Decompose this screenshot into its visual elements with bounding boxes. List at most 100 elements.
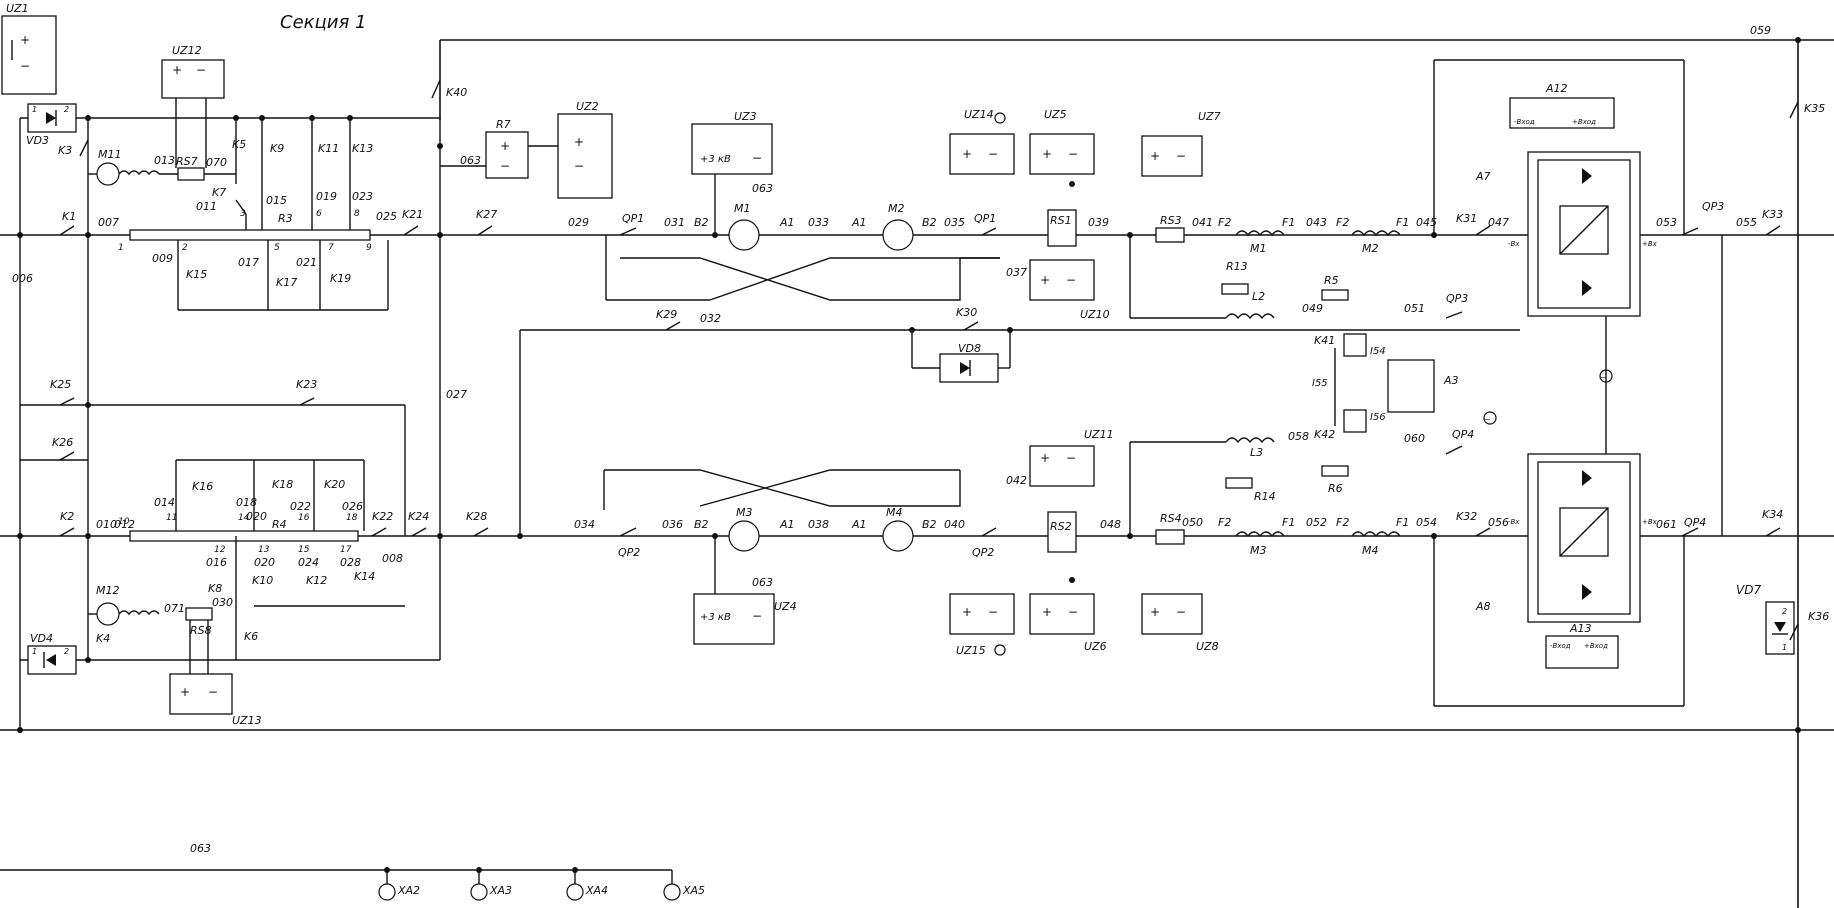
a12-unit: A12 -Вход +Вход xyxy=(1509,82,1615,129)
svg-text:K9: K9 xyxy=(270,142,284,155)
svg-text:−: − xyxy=(988,605,998,619)
svg-text:2: 2 xyxy=(1782,607,1787,616)
wire-labels-upper-left: 007 013 070 011 015 019 023 009 017 021 … xyxy=(12,154,467,401)
a13-unit: A13 -Вход +Вход xyxy=(1545,622,1619,669)
svg-text:A1: A1 xyxy=(851,216,867,229)
svg-text:+: + xyxy=(1150,149,1160,163)
svg-text:K4: K4 xyxy=(96,632,110,645)
svg-text:UZ14: UZ14 xyxy=(964,108,994,121)
svg-text:F1: F1 xyxy=(1396,216,1409,229)
svg-text:R7: R7 xyxy=(496,118,511,131)
k29-contact: K29 032 xyxy=(656,308,721,331)
svg-text:+: + xyxy=(1042,147,1052,161)
k4-k6-k8-contacts: K4 K6 K8 xyxy=(96,536,258,660)
uz8-supply: UZ8 +− xyxy=(1141,593,1219,653)
svg-text:8: 8 xyxy=(354,209,360,219)
k27-contact: K27 xyxy=(476,208,497,236)
svg-text:F2: F2 xyxy=(1218,516,1231,529)
svg-text:UZ15: UZ15 xyxy=(956,644,986,657)
svg-text:B2: B2 xyxy=(922,518,937,531)
diagram-title: Секция 1 xyxy=(280,12,366,33)
uz1-supply: UZ1 +− xyxy=(1,2,57,95)
svg-text:R4: R4 xyxy=(272,518,287,531)
svg-text:+: + xyxy=(172,63,182,77)
rs8-shunt: RS8 030 xyxy=(185,596,233,680)
svg-text:037: 037 xyxy=(1006,266,1027,279)
svg-text:038: 038 xyxy=(808,518,829,531)
svg-text:B2: B2 xyxy=(694,216,709,229)
svg-text:M1: M1 xyxy=(1250,242,1267,255)
svg-text:013: 013 xyxy=(154,154,175,167)
k33-contact: K33 xyxy=(1762,208,1783,236)
svg-text:M3: M3 xyxy=(1250,544,1267,557)
svg-text:061: 061 xyxy=(1656,518,1677,531)
svg-text:RS8: RS8 xyxy=(190,624,212,637)
svg-text:063: 063 xyxy=(752,182,773,195)
r7-converter: R7 +− 063 xyxy=(440,118,529,179)
uz6-supply: UZ6 +− xyxy=(1029,593,1107,653)
k40-contact: K40 xyxy=(431,79,467,99)
svg-text:006: 006 xyxy=(12,272,33,285)
uz3-supply: UZ3 +3 кВ − 063 xyxy=(691,110,773,235)
svg-text:K6: K6 xyxy=(244,630,258,643)
svg-text:UZ12: UZ12 xyxy=(172,44,202,57)
svg-text:A8: A8 xyxy=(1475,600,1491,613)
m1-motor: M1 B2 A1 031 033 xyxy=(664,202,829,251)
svg-text:14: 14 xyxy=(238,513,250,523)
svg-text:025: 025 xyxy=(376,210,397,223)
qp2-switch-a: 034 QP2 xyxy=(574,469,961,559)
m12-motor: M12 071 xyxy=(88,584,185,626)
svg-text:17: 17 xyxy=(340,545,352,555)
svg-text:−: − xyxy=(1066,451,1076,465)
svg-text:060: 060 xyxy=(1404,432,1425,445)
junction-dots xyxy=(17,37,1801,873)
svg-text:K24: K24 xyxy=(408,510,429,523)
svg-text:020: 020 xyxy=(246,510,267,523)
svg-text:063: 063 xyxy=(460,154,481,167)
svg-text:QP3: QP3 xyxy=(1702,200,1724,213)
svg-text:K2: K2 xyxy=(60,510,74,523)
svg-text:F2: F2 xyxy=(1336,216,1349,229)
svg-text:048: 048 xyxy=(1100,518,1121,531)
rs7-shunt: RS7 xyxy=(176,155,205,181)
svg-text:035: 035 xyxy=(944,216,965,229)
k10-k12-k14-contacts: K10 K12 K14 016 020 024 028 008 020 xyxy=(206,510,405,607)
svg-text:VD3: VD3 xyxy=(26,134,49,147)
svg-text:+: + xyxy=(20,33,30,47)
svg-text:RS2: RS2 xyxy=(1050,520,1072,533)
svg-text:1: 1 xyxy=(32,105,37,114)
svg-text:+: + xyxy=(1040,273,1050,287)
svg-text:033: 033 xyxy=(808,216,829,229)
svg-text:K16: K16 xyxy=(192,480,213,493)
svg-text:022: 022 xyxy=(290,500,311,513)
svg-text:K35: K35 xyxy=(1804,102,1825,115)
svg-text:K13: K13 xyxy=(352,142,373,155)
svg-text:13: 13 xyxy=(258,545,270,555)
svg-text:L3: L3 xyxy=(1250,446,1263,459)
svg-text:K42: K42 xyxy=(1314,428,1335,441)
svg-text:-Вход: -Вход xyxy=(1550,642,1571,650)
svg-text:UZ8: UZ8 xyxy=(1196,640,1219,653)
svg-text:R3: R3 xyxy=(278,212,293,225)
svg-text:~: ~ xyxy=(1600,373,1607,382)
svg-text:UZ3: UZ3 xyxy=(734,110,757,123)
svg-text:032: 032 xyxy=(700,312,721,325)
k36-contact: K36 xyxy=(1789,610,1829,641)
svg-text:034: 034 xyxy=(574,518,595,531)
svg-text:+: + xyxy=(500,139,510,153)
k16-k18-k20-contacts: K16 K18 K20 014 018 022 026 xyxy=(154,459,365,531)
rs4-shunt: RS4 050 xyxy=(1155,512,1203,545)
svg-text:9: 9 xyxy=(366,243,372,253)
l2-r13-inductor: R13 L2 049 xyxy=(1129,235,1323,320)
svg-text:+Вход: +Вход xyxy=(1572,118,1596,126)
svg-text:027: 027 xyxy=(446,388,467,401)
uz4-supply: UZ4 +3 кВ − 063 xyxy=(693,536,797,645)
svg-text:019: 019 xyxy=(316,190,337,203)
svg-text:K3: K3 xyxy=(58,144,72,157)
k1-k21-contacts: K1 K21 xyxy=(59,208,423,236)
rs1-shunt: RS1 xyxy=(1047,209,1077,247)
svg-text:050: 050 xyxy=(1182,516,1203,529)
svg-text:I55: I55 xyxy=(1312,378,1328,389)
svg-text:K34: K34 xyxy=(1762,508,1783,521)
